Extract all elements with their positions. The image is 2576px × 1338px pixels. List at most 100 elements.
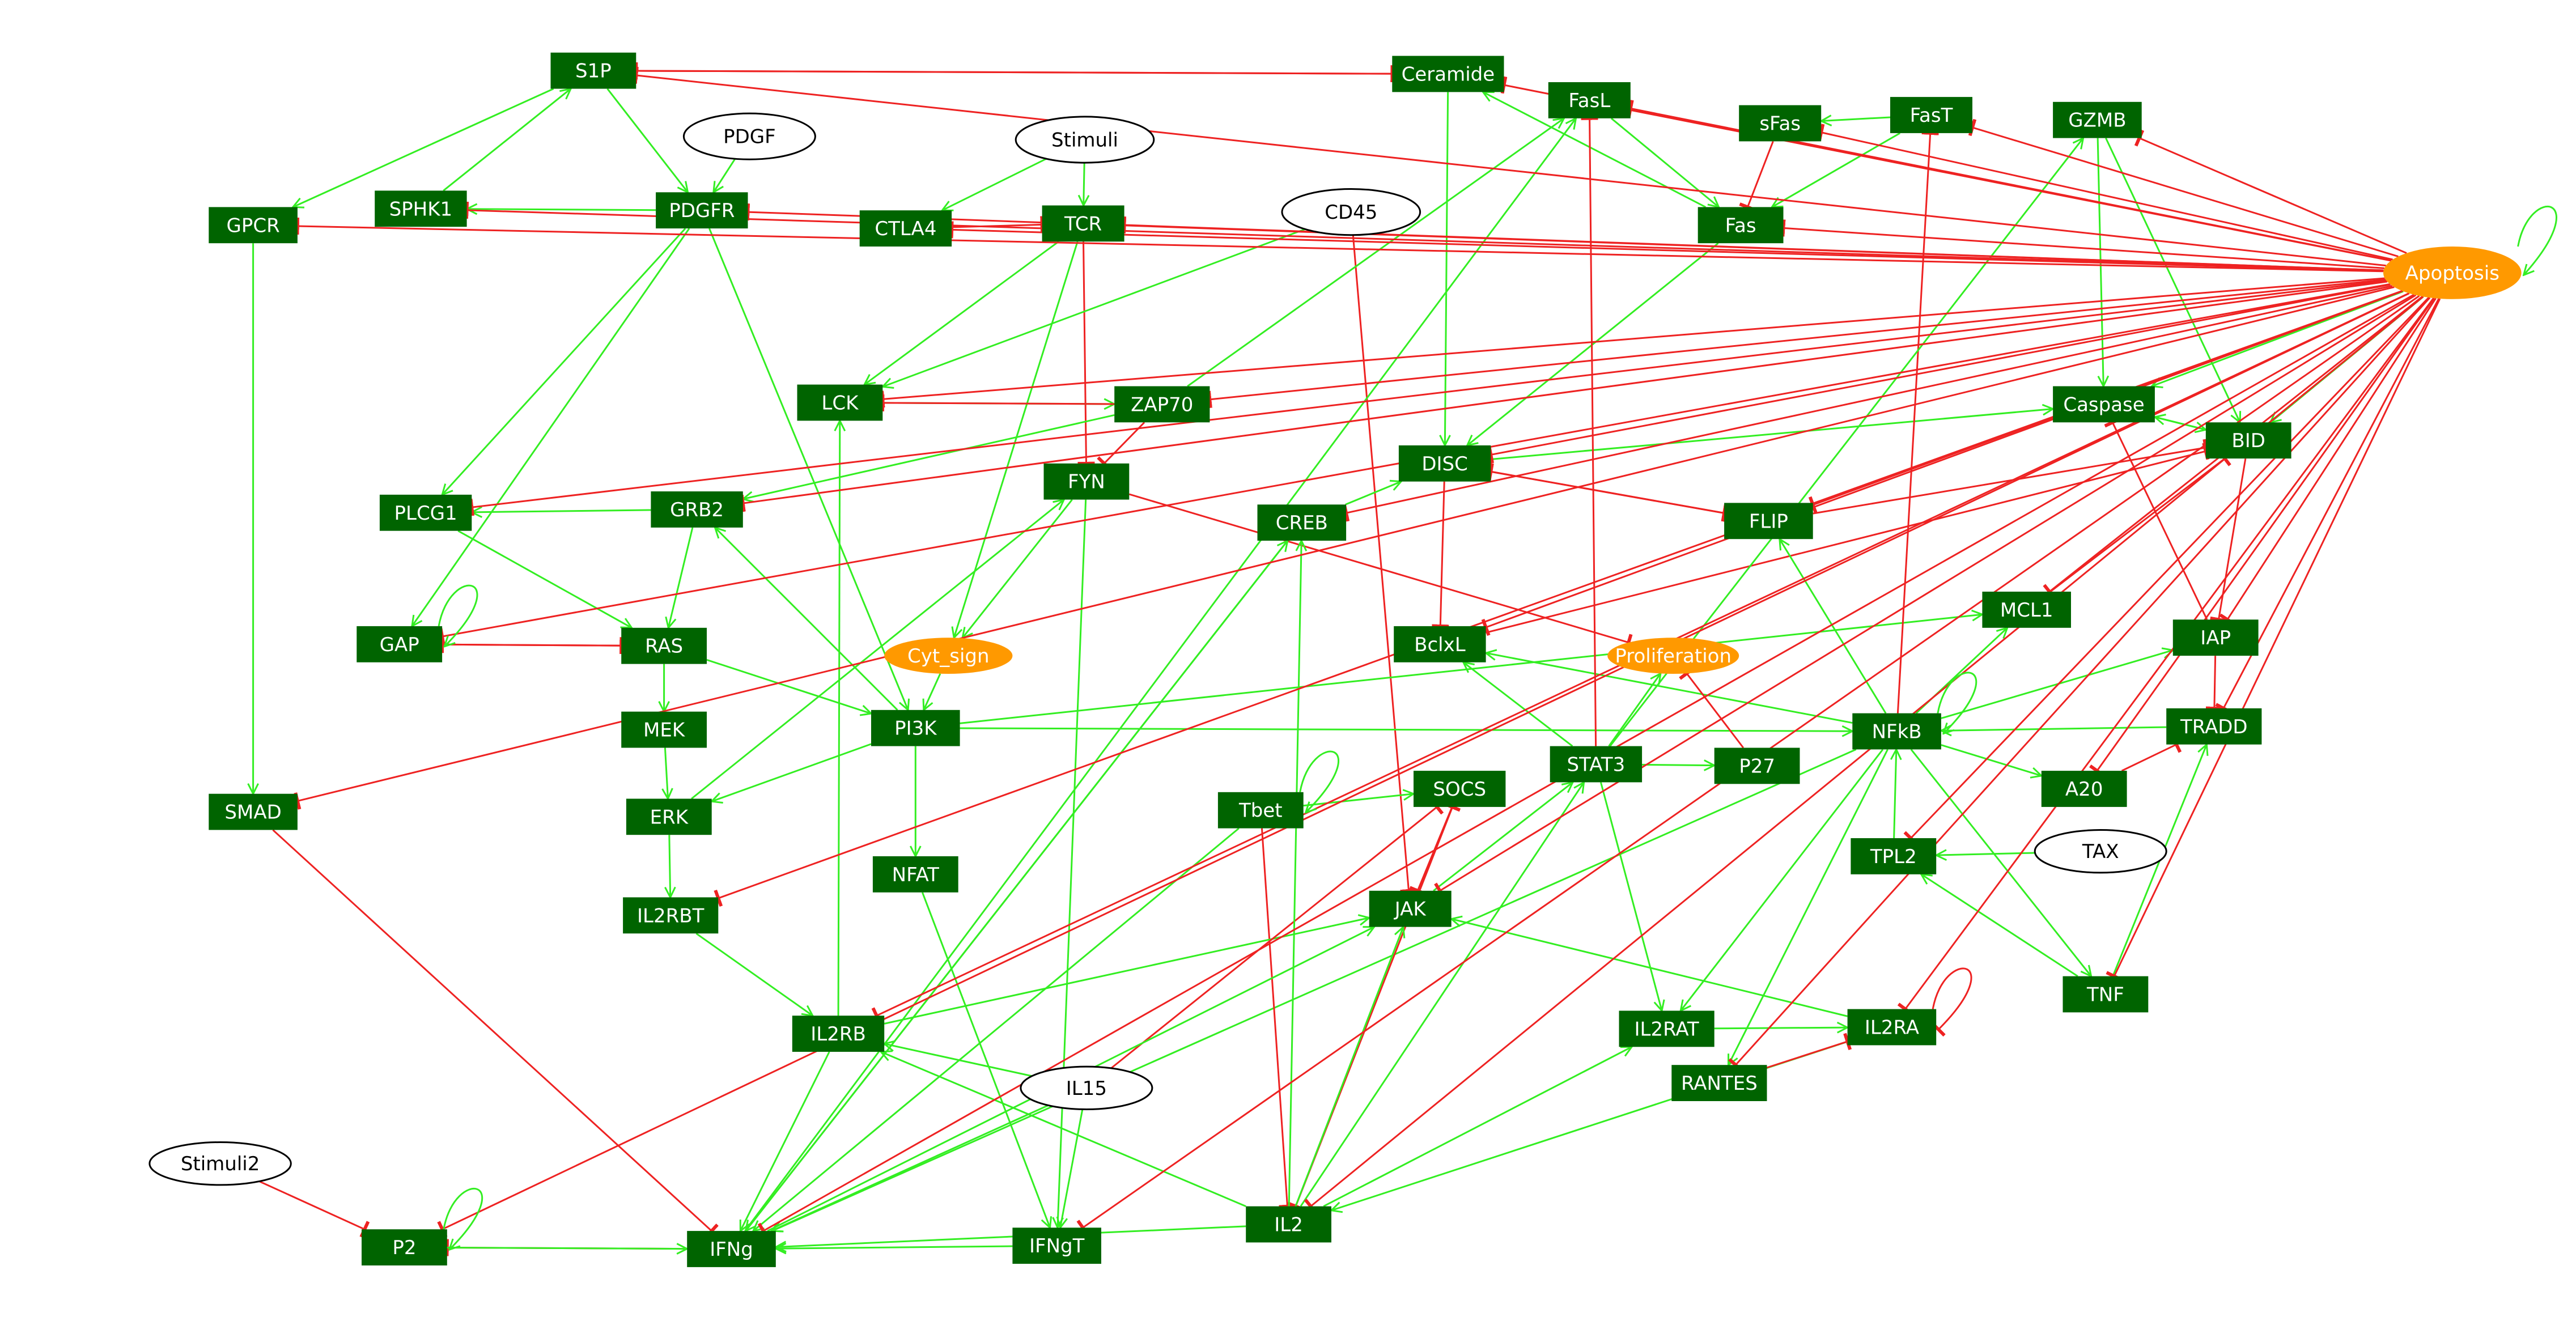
node-mcl1[interactable]: MCL1 — [1982, 592, 2071, 628]
edge-tcr-to-cyt_sign-activation — [954, 241, 1079, 638]
node-gpcr[interactable]: GPCR — [209, 207, 298, 244]
node-il2ra[interactable]: IL2RA — [1847, 1009, 1937, 1046]
node-proliferation-label: Proliferation — [1615, 645, 1732, 668]
node-il2rbt[interactable]: IL2RBT — [623, 897, 719, 934]
node-ceramide[interactable]: Ceramide — [1392, 56, 1504, 92]
node-tax[interactable]: TAX — [2034, 829, 2167, 874]
node-pdgf[interactable]: PDGF — [682, 112, 816, 160]
node-sphk1-label: SPHK1 — [389, 198, 453, 220]
node-grb2[interactable]: GRB2 — [651, 491, 743, 528]
node-lck-shape — [797, 384, 883, 421]
node-apoptosis-shape — [2383, 247, 2522, 299]
node-pdgfr[interactable]: PDGFR — [656, 192, 748, 229]
node-mcl1-label: MCL1 — [2000, 599, 2053, 622]
node-flip[interactable]: FLIP — [1724, 503, 1813, 540]
edge-fyn-to-cyt_sign-activation — [962, 499, 1073, 638]
edge-nfkb-to-ifng-activation — [772, 749, 1857, 1231]
node-ctla4[interactable]: CTLA4 — [859, 210, 952, 247]
node-sfas-shape — [1739, 105, 1822, 142]
node-gap[interactable]: GAP — [357, 626, 443, 662]
edge-il2ra-to-il2ra-inhibition — [1931, 967, 1972, 1037]
node-fast[interactable]: FasT — [1890, 97, 1972, 133]
node-stat3[interactable]: STAT3 — [1550, 746, 1643, 783]
node-sfas[interactable]: sFas — [1739, 105, 1822, 142]
node-creb[interactable]: CREB — [1257, 504, 1347, 541]
node-rantes[interactable]: RANTES — [1671, 1065, 1767, 1101]
node-il2rb[interactable]: IL2RB — [792, 1016, 885, 1052]
node-fasl[interactable]: FasL — [1548, 82, 1631, 118]
node-ifng[interactable]: IFNg — [687, 1231, 776, 1267]
node-nfat[interactable]: NFAT — [872, 856, 958, 893]
node-disc-label: DISC — [1421, 453, 1468, 475]
node-nfat-shape — [872, 856, 958, 893]
node-ifngt[interactable]: IFNgT — [1012, 1227, 1101, 1264]
node-stimuli2[interactable]: Stimuli2 — [148, 1141, 292, 1186]
edge-flip-to-disc-inhibition — [1487, 462, 1725, 514]
edge-tbet-to-socs-activation — [1303, 794, 1414, 807]
node-stimuli[interactable]: Stimuli — [1015, 116, 1155, 164]
node-ifngt-shape — [1012, 1227, 1101, 1264]
node-rantes-shape — [1671, 1065, 1767, 1101]
edge-zap70-to-grb2-activation — [743, 414, 1115, 499]
edge-iap-to-caspase-inhibition — [2104, 417, 2208, 620]
node-plcg1[interactable]: PLCG1 — [379, 494, 472, 531]
node-disc[interactable]: DISC — [1398, 445, 1491, 482]
node-proliferation[interactable]: Proliferation — [1607, 638, 1739, 674]
node-tpl2[interactable]: TPL2 — [1851, 838, 1937, 874]
node-smad[interactable]: SMAD — [209, 793, 298, 830]
node-nfkb[interactable]: NFkB — [1852, 713, 1941, 750]
node-erk[interactable]: ERK — [626, 798, 712, 835]
node-pi3k[interactable]: PI3K — [871, 710, 960, 746]
edge-il2-to-creb-activation — [1288, 541, 1301, 1207]
edge-il15-to-ifngt-activation — [1060, 1109, 1084, 1227]
node-a20[interactable]: A20 — [2041, 771, 2127, 807]
node-gpcr-label: GPCR — [226, 214, 279, 237]
edge-grb2-to-plcg1-activation — [472, 510, 651, 512]
node-nfkb-label: NFkB — [1872, 721, 1922, 744]
edge-erk-to-il2rbt-activation — [669, 835, 670, 897]
edge-nfkb-to-a20-activation — [1941, 744, 2042, 776]
edge-stimuli-to-ctla4-activation — [942, 158, 1047, 210]
node-gzmb[interactable]: GZMB — [2053, 101, 2142, 138]
node-mek[interactable]: MEK — [621, 711, 707, 748]
node-tbet[interactable]: Tbet — [1217, 792, 1304, 829]
node-caspase-label: Caspase — [2063, 393, 2144, 416]
edge-p2-to-ifng-activation — [447, 1247, 687, 1248]
edge-ifng-to-creb-activation — [745, 541, 1288, 1232]
node-fas[interactable]: Fas — [1697, 207, 1784, 244]
edge-pdgfr-to-pi3k-activation — [708, 228, 908, 710]
edge-stat3-to-fasl-inhibition — [1581, 116, 1598, 746]
node-lck[interactable]: LCK — [797, 384, 883, 421]
node-tnf[interactable]: TNF — [2063, 976, 2149, 1013]
node-il2[interactable]: IL2 — [1246, 1206, 1331, 1243]
node-ras[interactable]: RAS — [621, 627, 707, 664]
node-caspase[interactable]: Caspase — [2053, 386, 2155, 423]
edge-il2-to-ifng-activation — [776, 1225, 1246, 1247]
node-bclxl[interactable]: BclxL — [1394, 626, 1486, 662]
node-il2rat[interactable]: IL2RAT — [1619, 1010, 1714, 1047]
node-cyt-sign[interactable]: Cyt_sign — [884, 638, 1013, 674]
node-tradd[interactable]: TRADD — [2166, 708, 2262, 745]
node-jak[interactable]: JAK — [1369, 890, 1452, 927]
edge-mek-to-erk-activation — [665, 747, 668, 799]
node-iap[interactable]: IAP — [2172, 619, 2259, 656]
node-socs[interactable]: SOCS — [1414, 771, 1506, 807]
node-erk-label: ERK — [650, 806, 689, 829]
node-apoptosis[interactable]: Apoptosis — [2383, 247, 2522, 299]
node-zap70[interactable]: ZAP70 — [1114, 386, 1210, 423]
node-tcr[interactable]: TCR — [1042, 205, 1124, 242]
edge-apoptosis-to-il2ra-inhibition — [1897, 298, 2434, 1016]
node-fyn[interactable]: FYN — [1043, 463, 1130, 500]
node-il2rat-label: IL2RAT — [1634, 1018, 1699, 1040]
node-il15[interactable]: IL15 — [1020, 1065, 1153, 1111]
node-cd45-label: CD45 — [1325, 201, 1377, 224]
node-cd45[interactable]: CD45 — [1281, 188, 1421, 236]
node-sphk1[interactable]: SPHK1 — [375, 190, 467, 227]
edge-nfkb-to-il2rat-activation — [1680, 749, 1884, 1010]
node-p27[interactable]: P27 — [1714, 747, 1800, 784]
node-flip-shape — [1724, 503, 1813, 540]
node-gap-shape — [357, 626, 443, 662]
node-p2[interactable]: P2 — [362, 1229, 447, 1265]
node-s1p[interactable]: S1P — [550, 52, 636, 89]
node-bid[interactable]: BID — [2205, 422, 2291, 459]
